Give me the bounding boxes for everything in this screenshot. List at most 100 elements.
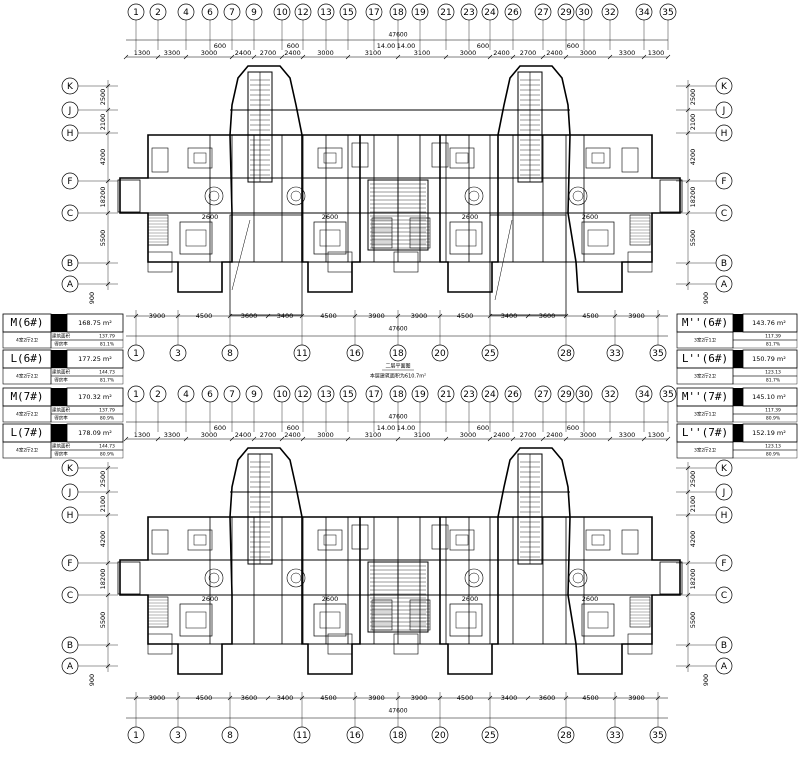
caption-subtitle: 本层建筑面积为610.7m² [370, 373, 426, 380]
axis-label: 2 [155, 8, 161, 18]
row-value: 123.13 [765, 444, 781, 450]
axis-label: 20 [434, 731, 446, 741]
axis-label: 17 [368, 390, 379, 400]
dimension-text: 3300 [164, 49, 181, 57]
building-outline [119, 447, 681, 675]
axis-label: 12 [297, 390, 308, 400]
round-table [208, 572, 220, 584]
unit-area: 152.19 m² [752, 429, 786, 437]
dimension-text: 600 [567, 42, 579, 50]
dimension-text: 3300 [164, 431, 181, 439]
dimension-text: 2400 [284, 431, 301, 439]
dimension-text: 4200 [689, 531, 697, 548]
dimension-text: 3000 [201, 431, 218, 439]
axis-label: 24 [484, 390, 496, 400]
dimension-text: 4500 [582, 694, 599, 702]
round-table [464, 568, 484, 588]
row-value: 137.79 [99, 408, 115, 414]
room-dimension: 2600 [202, 213, 219, 221]
dimension-text: 2700 [260, 49, 277, 57]
dimension-text: 2400 [546, 49, 563, 57]
row-label: K [721, 464, 728, 474]
central-stair [367, 561, 429, 633]
axis-label: 16 [349, 731, 361, 741]
row-label: 得房率 [54, 377, 68, 384]
dimension-text: 2700 [260, 431, 277, 439]
axis-label: 32 [604, 8, 615, 18]
row-label: 建筑面积 [52, 369, 70, 376]
dimension-text: 3000 [317, 49, 334, 57]
axis-label: 25 [484, 731, 495, 741]
row-label: 得房率 [54, 415, 68, 422]
dimension-text: 3600 [539, 312, 556, 320]
row-label: A [721, 662, 728, 672]
stair-core [247, 453, 273, 565]
dimension-text: 1300 [648, 49, 665, 57]
dimension-text: 3300 [619, 49, 636, 57]
round-table [290, 190, 302, 202]
axis-label: 24 [484, 8, 496, 18]
dimension-text: 5500 [99, 230, 107, 247]
axis-label: 26 [507, 8, 519, 18]
dimension-text: 3900 [628, 312, 645, 320]
axis-label: 23 [463, 390, 474, 400]
axis-label: 18 [392, 349, 404, 359]
furniture [117, 524, 683, 655]
dimension-text: 4500 [196, 312, 213, 320]
room-dimension: 2600 [322, 595, 339, 603]
dimension-text: 2700 [520, 431, 537, 439]
dimension-text: 2500 [99, 471, 107, 488]
row-label: H [67, 129, 74, 139]
stair-core [517, 71, 543, 183]
dimension-text: 18200 [99, 187, 107, 208]
axis-label: 13 [320, 8, 331, 18]
unit-type: 3室2厅1卫 [694, 411, 717, 418]
row-value: 117.39 [765, 408, 781, 414]
dimension-text: 3900 [368, 312, 385, 320]
round-table [204, 186, 224, 206]
unit-type: 4室2厅2卫 [16, 411, 39, 418]
unit-label: L(6#) [10, 352, 43, 365]
axis-label: 11 [296, 731, 307, 741]
dimension-text: 900 [88, 292, 96, 304]
axis-label: 28 [560, 349, 572, 359]
unit-label: M''(6#) [682, 316, 728, 329]
room-dimension: 2600 [582, 213, 599, 221]
row-value: 81.1% [100, 342, 115, 348]
dimension-text: 2100 [689, 496, 697, 513]
round-table [286, 568, 306, 588]
row-label: B [721, 641, 727, 651]
unit-area: 178.09 m² [78, 429, 112, 437]
dimension-text: 900 [702, 674, 710, 686]
axis-label: 8 [227, 349, 233, 359]
dimension-text: 2700 [520, 49, 537, 57]
dimension-text: 1300 [134, 431, 151, 439]
axis-label: 10 [276, 390, 288, 400]
row-label: H [67, 511, 74, 521]
axis-label: 20 [434, 349, 446, 359]
dimension-text: 4500 [320, 312, 337, 320]
dimension-text: 1300 [134, 49, 151, 57]
unit-area: 168.75 m² [78, 319, 112, 327]
dimension-text: 3900 [411, 694, 428, 702]
axis-label: 18 [392, 390, 404, 400]
row-label: H [721, 129, 728, 139]
dimension-text: 4500 [196, 694, 213, 702]
axis-label: 19 [414, 8, 426, 18]
axis-label: 9 [251, 8, 257, 18]
dimension-text: 3000 [460, 49, 477, 57]
round-table [464, 186, 484, 206]
row-value: 123.13 [765, 370, 781, 376]
dimension-text: 14.00 [377, 424, 396, 432]
axis-label: 26 [507, 390, 519, 400]
total-dimension: 47600 [388, 326, 407, 333]
dimension-text: 2500 [689, 89, 697, 106]
label-block [51, 314, 67, 332]
row-label: C [67, 209, 73, 219]
dimension-text: 3000 [317, 431, 334, 439]
row-label: 得房率 [54, 341, 68, 348]
